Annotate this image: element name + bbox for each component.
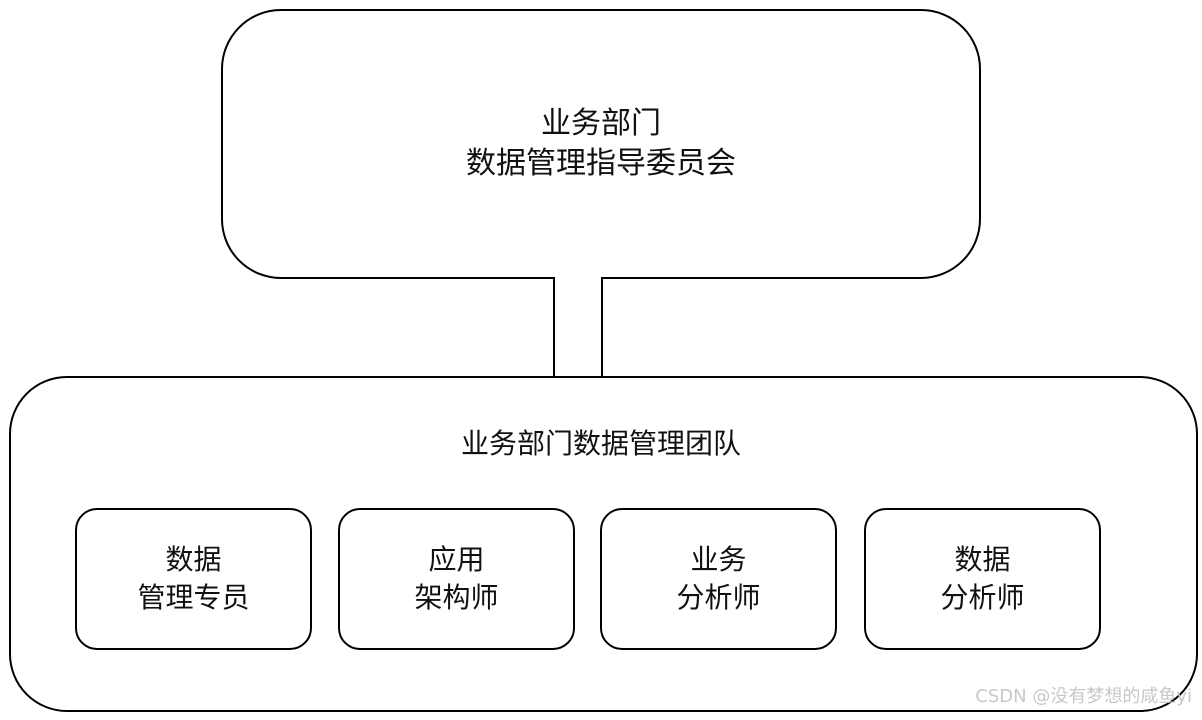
role-label-line-1: 数据 bbox=[165, 543, 222, 576]
role-label-line-2: 分析师 bbox=[940, 581, 1025, 614]
steering-committee-box: 业务部门 数据管理指导委员会 bbox=[221, 9, 981, 279]
watermark-text: CSDN @没有梦想的咸鱼yi bbox=[975, 686, 1192, 707]
role-label-line-1: 数据 bbox=[954, 543, 1011, 576]
team-title: 业务部门数据管理团队 bbox=[460, 427, 741, 460]
committee-team-connector bbox=[553, 277, 603, 378]
role-box-data-steward: 数据 管理专员 bbox=[75, 508, 312, 650]
role-label-line-1: 业务 bbox=[690, 543, 747, 576]
role-box-data-analyst: 数据 分析师 bbox=[864, 508, 1101, 650]
committee-title-line-1: 业务部门 bbox=[541, 106, 661, 141]
role-label-line-2: 管理专员 bbox=[137, 581, 250, 614]
role-box-business-analyst: 业务 分析师 bbox=[600, 508, 837, 650]
role-label-line-1: 应用 bbox=[428, 543, 485, 576]
committee-title-line-2: 数据管理指导委员会 bbox=[466, 146, 736, 181]
role-box-application-architect: 应用 架构师 bbox=[338, 508, 575, 650]
role-label-line-2: 架构师 bbox=[414, 581, 499, 614]
role-label-line-2: 分析师 bbox=[676, 581, 761, 614]
